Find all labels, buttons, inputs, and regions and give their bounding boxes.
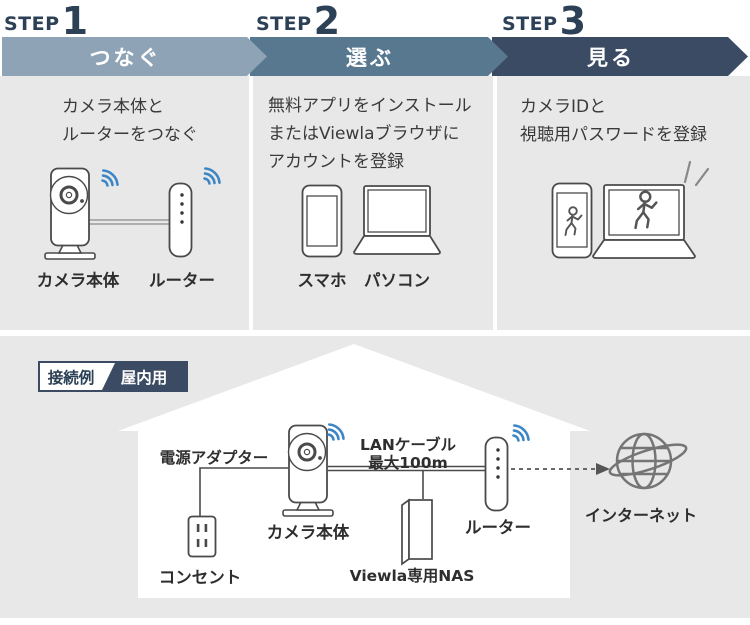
step1-description: カメラ本体と ルーターをつなぐ xyxy=(62,93,198,149)
camera-label: カメラ本体 xyxy=(266,523,350,542)
step3-header: STEP 3 xyxy=(502,0,587,43)
step1-desc-line1: カメラ本体と xyxy=(62,97,164,117)
smartphone-caption: スマホ xyxy=(297,271,347,290)
step2-number: 2 xyxy=(313,0,341,43)
step3-description: カメラIDと 視聴用パスワードを登録 xyxy=(520,93,707,149)
power-adapter-label: 電源アダプター xyxy=(159,449,269,467)
camera-caption: カメラ本体 xyxy=(36,271,120,290)
pc-caption: パソコン xyxy=(364,271,430,290)
step1-desc-line2: ルーターをつなぐ xyxy=(62,125,198,145)
step3-desc-line1: カメラIDと xyxy=(520,97,607,117)
badge-example-label: 接続例 xyxy=(47,368,95,387)
step1-word: STEP xyxy=(4,13,60,35)
lan-cable-label-line2: 最大100m xyxy=(368,454,448,472)
step3-number: 3 xyxy=(559,0,587,43)
step1-banner: つなぐ xyxy=(2,37,267,76)
step2-banner: 選ぶ xyxy=(250,37,508,76)
step1-number: 1 xyxy=(61,0,89,43)
step2-desc-line1: 無料アプリをインストール xyxy=(268,96,472,116)
step2-description: 無料アプリをインストール またはViewlaブラウザに アカウントを登録 xyxy=(268,92,472,176)
outlet-label: コンセント xyxy=(158,568,242,587)
step2-word: STEP xyxy=(256,13,312,35)
step1-panel xyxy=(0,76,249,330)
lan-cable-label-line1: LANケーブル xyxy=(360,436,456,454)
step3-word: STEP xyxy=(502,13,558,35)
step2-desc-line2: またはViewlaブラウザに xyxy=(268,124,460,144)
step2-header: STEP 2 xyxy=(256,0,341,43)
badge-indoor-label: 屋内用 xyxy=(102,363,186,390)
step2-desc-line3: アカウントを登録 xyxy=(268,152,404,172)
internet-label: インターネット xyxy=(584,506,698,525)
step1-header: STEP 1 xyxy=(4,0,89,43)
step3-banner: 見る xyxy=(492,37,748,76)
badge: 接続例 屋内用 xyxy=(38,361,188,392)
step3-desc-line2: 視聴用パスワードを登録 xyxy=(520,125,707,145)
nas-label: Viewla専用NAS xyxy=(349,567,475,585)
router-caption: ルーター xyxy=(149,271,215,290)
router-label: ルーター xyxy=(465,518,531,537)
